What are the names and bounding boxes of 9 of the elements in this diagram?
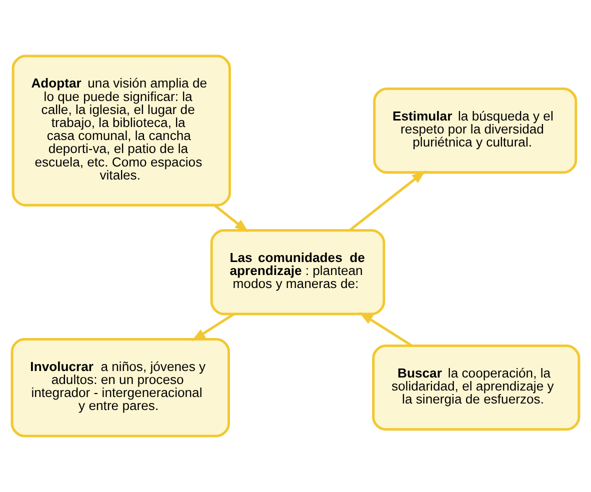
node-box: Estimular la búsqueda y el respeto por la diversidad pluriétnica y cultural. (373, 88, 578, 174)
arrow (191, 313, 234, 342)
node-box: Buscar la cooperación, la solidaridad, el aprendizaje y la sinergia de esfuerzos. (372, 344, 580, 431)
arrow (214, 204, 249, 232)
node-box: Adoptar una visión amplia de lo que puede significar: la calle, la iglesia, el lugar de trabajo, la biblioteca, la casa comunal, la cancha deporti-va, el patio de la escuela, etc. Como espacios vitales. (12, 54, 231, 206)
node-box: Las comunidades de aprendizaje: plantean modos y maneras de: (210, 229, 386, 316)
node-box: Involucrar a niños, jóvenes y adultos: en un proceso integrador - intergeneracional y entre pares. (10, 338, 230, 438)
arrow (358, 312, 413, 347)
arrow (348, 170, 426, 232)
